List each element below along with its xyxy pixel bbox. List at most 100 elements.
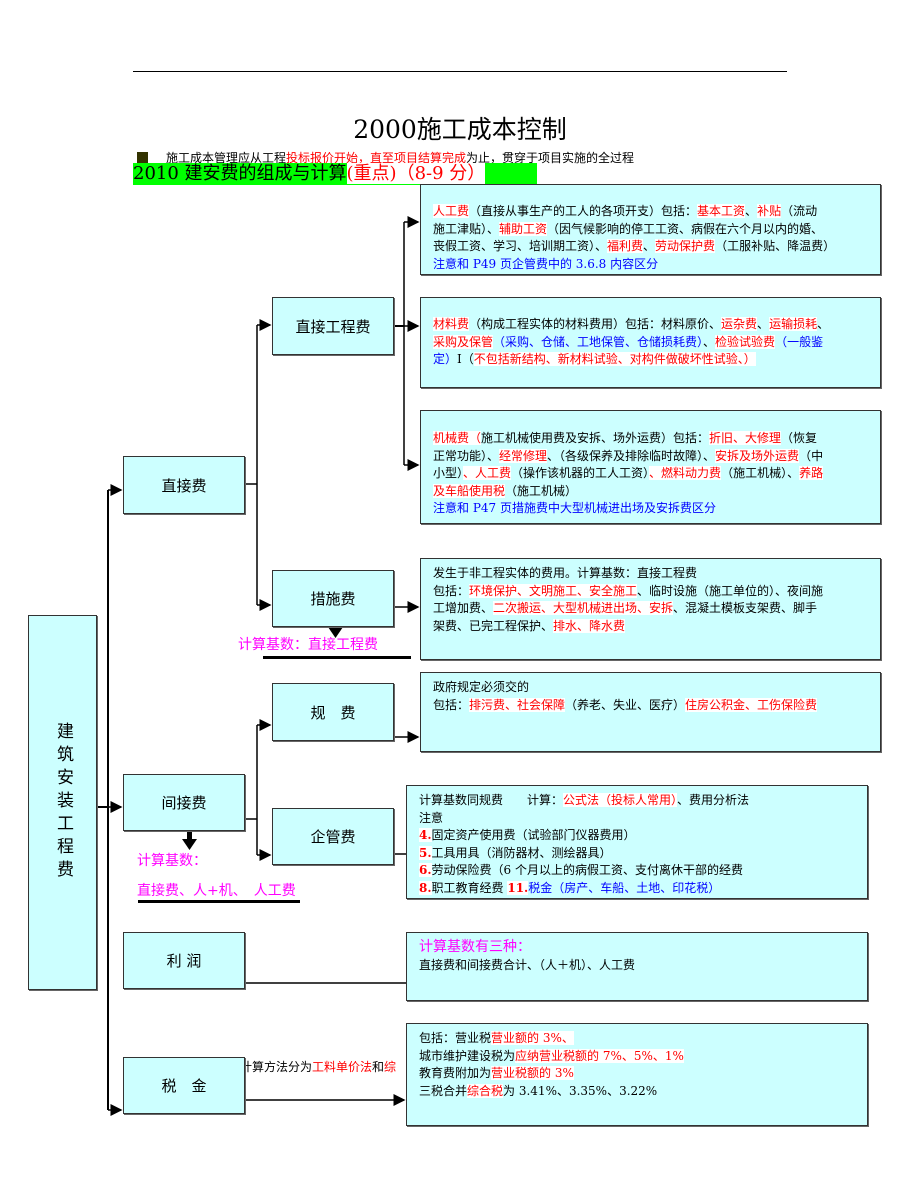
text-line: 发生于非工程实体的费用。计算基数：直接工程费 <box>433 565 872 583</box>
node-statutory-fees: 规 费 <box>272 683 394 741</box>
text-segment: （直接从事生产的工人的各项开支）包括： <box>469 204 698 218</box>
text-line: 定）I（不包括新结构、新材料试验、对构件做破坏性试验、） <box>433 351 872 369</box>
tax-detail-box: 包括：营业税营业额的 3%、城市维护建设税为应纳营业税额的 7%、5%、1%教育… <box>406 1023 868 1126</box>
text-segment: 计算基数同规费 计算： <box>419 793 564 807</box>
section-heading: 2010 建安费的组成与计算(重点)（8-9 分） <box>133 163 537 185</box>
intro-text: 施工成本管理应从工程投标报价开始，直至项目结算完成为止，贯穿于项目实施的全过程 <box>166 151 634 165</box>
text-line: 4.固定资产使用费（试验部门仪器费用） <box>419 827 859 845</box>
measures-base-label: 计算基数：直接工程费 <box>238 637 378 653</box>
text-segment: 、 <box>757 317 770 331</box>
labor-cost-box: 人工费（直接从事生产的工人的各项开支）包括：基本工资、补贴（流动施工津贴）、辅助… <box>420 184 881 275</box>
text-segment: 架费、已完工程保护、 <box>433 618 554 633</box>
text-segment: 丧假工资、学习、培训期工资）、 <box>433 239 608 253</box>
text-segment: 机械费（ <box>433 431 482 445</box>
text-segment: 营业额的 3%、 <box>491 1031 574 1045</box>
node-indirect-cost: 间接费 <box>123 774 245 831</box>
text-segment: （一般鉴 <box>775 334 824 349</box>
text-segment: 教育费附加为 <box>419 1066 492 1080</box>
text-segment: 注意 <box>419 810 444 825</box>
text-segment: 、临时设施（施工单位的）、夜间施 <box>637 583 824 598</box>
text-line: 直接费和间接费合计、（人＋机）、人工费 <box>419 957 859 975</box>
text-line: 教育费附加为营业税额的 3% <box>419 1065 859 1083</box>
text-segment: （流动 <box>781 204 818 218</box>
text-segment: 城市维护建设税为 <box>419 1048 516 1063</box>
profit-detail-box: 计算基数有三种： 直接费和间接费合计、（人＋机）、人工费 <box>406 932 868 1001</box>
text-segment: （中 <box>799 448 824 463</box>
text-line: 包括：营业税营业额的 3%、 <box>419 1030 859 1048</box>
text-segment: 补贴 <box>757 204 782 218</box>
tax-method-note: 计算方法分为工料单价法和综 <box>240 1058 397 1075</box>
text-segment: 排水、降水费 <box>553 618 626 633</box>
text-segment: 营业税额的 3% <box>491 1066 574 1080</box>
text-segment: 福利费 <box>607 239 644 253</box>
text-line: 人工费（直接从事生产的工人的各项开支）包括：基本工资、补贴（流动 <box>433 203 872 221</box>
text-segment: 三税合并 <box>419 1083 468 1098</box>
text-segment: 计算基数有三种： <box>419 939 531 955</box>
text-segment: 11. <box>507 880 529 895</box>
indirect-base-values: 直接费、人+机、 人工费 <box>137 883 296 899</box>
text-segment: （采购、仓储、工地保管、仓储损耗费） <box>493 334 704 349</box>
text-segment: （恢复 <box>781 431 818 445</box>
text-segment: （构成工程实体的材料费用）包括：材料原价、 <box>469 317 722 331</box>
text-line: 机械费（施工机械使用费及安拆、场外运费）包括：折旧、大修理（恢复 <box>433 430 872 448</box>
text-segment: 住房公积金、工伤保险费 <box>685 697 818 712</box>
text-segment: 辅助工资 <box>499 221 548 236</box>
text-line: 8.职工教育经费 11.税金（房产、车船、土地、印花税） <box>419 880 859 898</box>
intro-line: 施工成本管理应从工程投标报价开始，直至项目结算完成为止，贯穿于项目实施的全过程 <box>137 149 634 166</box>
header-rule <box>133 71 787 72</box>
text-segment: 包括： <box>433 697 470 712</box>
text-segment: 人工费 <box>433 204 470 218</box>
text-segment: 5. <box>419 845 432 860</box>
text-segment: 6. <box>419 863 432 877</box>
text-line: 计算基数同规费 计算：公式法（投标人常用）、费用分析法 <box>419 792 859 810</box>
text-segment: 为 3.41%、3.35%、3.22% <box>503 1083 658 1098</box>
text-segment: 、燃料动力费 <box>649 466 722 480</box>
text-segment: 直接费和间接费合计、（人＋机）、人工费 <box>419 957 636 972</box>
text-segment: 税金（房产、车船、土地、印花税） <box>528 880 721 895</box>
node-construction-total-cost: 建筑安装工程费 <box>28 615 97 990</box>
text-segment: 二次搬运、大型机械进出场、安拆 <box>493 601 674 615</box>
page-title: 2000施工成本控制 <box>353 115 567 144</box>
text-segment: 劳动保险费（6 个月以上的病假工资、支付离休干部的经费 <box>431 863 743 877</box>
text-segment: 工料单价法 <box>312 1060 373 1074</box>
text-line: 包括：环境保护、文明施工、安全施工、临时设施（施工单位的）、夜间施 <box>433 583 872 601</box>
text-line: 6.劳动保险费（6 个月以上的病假工资、支付离休干部的经费 <box>419 862 859 880</box>
text-segment: 综 <box>384 1060 397 1074</box>
text-segment: 定） <box>433 352 458 366</box>
text-line: 计算基数有三种： <box>419 939 859 957</box>
text-segment: 工增加费、 <box>433 601 494 615</box>
text-segment: 正常功能）、 <box>433 448 500 463</box>
text-segment: 折旧、大修理 <box>709 431 782 445</box>
text-line: 材料费（构成工程实体的材料费用）包括：材料原价、运杂费、运输损耗、 <box>433 316 872 334</box>
text-segment: 注意和 P47 页措施费中大型机械进出场及安拆费区分 <box>433 501 716 515</box>
text-segment: 、 <box>817 317 830 331</box>
text-segment: 固定资产使用费（试验部门仪器费用） <box>431 828 636 842</box>
text-segment: 安拆及场外运费 <box>715 448 800 463</box>
text-line: 包括：排污费、社会保障（养老、失业、医疗）住房公积金、工伤保险费 <box>433 697 872 715</box>
text-line: 注意和 P47 页措施费中大型机械进出场及安拆费区分 <box>433 500 872 518</box>
text-segment: 和 <box>372 1060 385 1074</box>
text-segment: 2010 建安费的组成与计算 <box>133 163 347 184</box>
machinery-cost-box: 机械费（施工机械使用费及安拆、场外运费）包括：折旧、大修理（恢复正常功能）、经常… <box>420 410 881 524</box>
text-line: 工增加费、二次搬运、大型机械进出场、安拆、混凝土模板支架费、脚手 <box>433 600 872 618</box>
node-tax: 税 金 <box>123 1057 245 1114</box>
text-line: 注意和 P49 页企管费中的 3.6.8 内容区分 <box>433 256 872 274</box>
text-segment: 、 <box>703 334 716 349</box>
management-fee-detail-box: 计算基数同规费 计算：公式法（投标人常用）、费用分析法注意 4.固定资产使用费（试… <box>406 785 868 899</box>
text-segment: （养老、失业、医疗） <box>565 697 686 712</box>
text-line: 施工津贴）、辅助工资（因气候影响的停工工资、病假在六个月以内的婚、 <box>433 221 872 239</box>
text-segment: 为止，贯穿于项目实施的全过程 <box>466 151 635 165</box>
text-segment: 、混凝土模板支架费、脚手 <box>673 601 818 615</box>
text-segment: 包括：营业税 <box>419 1031 492 1045</box>
text-line: 采购及保管（采购、仓储、工地保管、仓储损耗费）、检验试验费（一般鉴 <box>433 334 872 352</box>
text-segment: 、 <box>643 239 656 253</box>
text-segment: （操作该机器的工人工资） <box>511 466 650 480</box>
node-measures-cost: 措施费 <box>272 570 394 627</box>
text-segment: 、费用分析法 <box>677 793 750 807</box>
text-segment: (重点)（8-9 分） <box>346 163 486 184</box>
text-segment: 排污费、社会保障 <box>469 697 566 712</box>
text-segment: 基本工资 <box>697 204 746 218</box>
text-segment: （因气候影响的停工工资、病假在六个月以内的婚、 <box>547 221 824 236</box>
text-segment: 运输损耗 <box>769 317 818 331</box>
